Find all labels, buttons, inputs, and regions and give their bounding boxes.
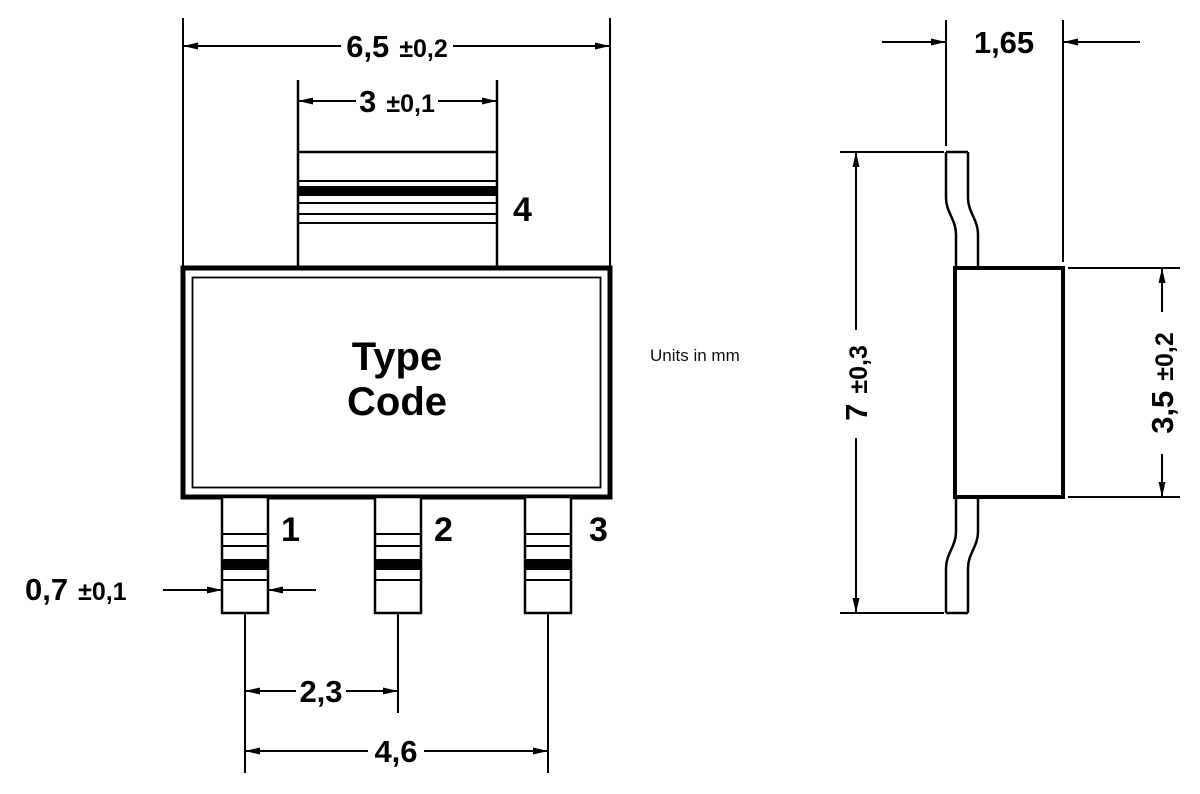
dim-overall-height: 7±0,3 [839,151,944,614]
pin-3-number: 3 [589,511,608,549]
pin-2-number: 2 [434,511,453,549]
pin-outline [373,495,423,615]
dim-overall-width-label: 6,5±0,2 [346,29,448,64]
side-profile [944,150,1065,615]
dim-overall-width: 6,5±0,2 [182,18,611,266]
side-body-outline [953,266,1065,499]
dim-pin-pitch: 2,3 [245,674,398,709]
dim-outer-pin-span-label: 4,6 [374,734,417,769]
tab-thick-band [298,186,497,196]
bottom-lead-right-edge [966,497,980,613]
pin-thick-band [525,559,571,570]
top-lead-left-edge [944,152,958,268]
package-body: Type Code [180,265,613,500]
bottom-lead-left-edge [944,497,958,613]
pin-outline [523,495,573,615]
pin-thick-band [375,559,421,570]
dim-pin-width: 0,7±0,1 [25,572,316,607]
pin-2 [373,495,423,615]
top-lead-right-edge [966,152,980,268]
pin-1-number: 1 [281,511,300,549]
tab-pin-number: 4 [513,191,532,229]
front-view: 6,5±0,2 3±0,1 4 Type Code [25,18,613,773]
dim-pin-width-label: 0,7±0,1 [25,572,127,607]
pin-3 [523,495,573,615]
tab-pin [296,80,499,266]
side-view: 1,65 7±0,3 3,5±0,2 [839,20,1180,615]
dim-thickness: 1,65 [882,20,1140,262]
dim-outer-pin-span: 4,6 [245,734,548,769]
type-code-line2: Code [347,380,447,424]
dim-body-height: 3,5±0,2 [1068,267,1180,498]
dim-body-height-label: 3,5±0,2 [1145,332,1180,434]
dim-tab-width-label: 3±0,1 [359,84,435,119]
pin-1 [220,495,270,615]
pin-thick-band [222,559,268,570]
pin-outline [220,495,270,615]
dim-thickness-label: 1,65 [974,25,1034,60]
dim-pin-pitch-label: 2,3 [299,674,342,709]
dim-overall-height-label: 7±0,3 [839,345,874,421]
dim-tab-width: 3±0,1 [298,84,497,119]
body-inner-line [191,276,602,489]
type-code-line1: Type [352,335,442,379]
units-note: Units in mm [650,346,740,365]
